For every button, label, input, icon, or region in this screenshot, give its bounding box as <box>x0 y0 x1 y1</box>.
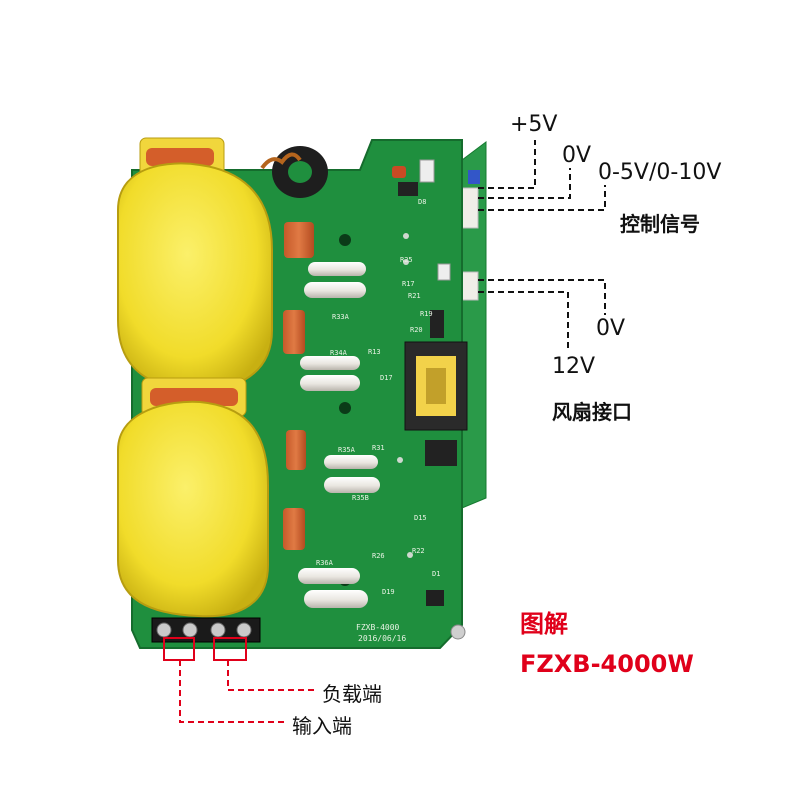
silk-ref: D1 <box>432 570 440 578</box>
silk-model: FZXB-4000 <box>356 623 400 632</box>
diode-d1 <box>426 590 444 606</box>
silk-ref: R22 <box>412 547 425 555</box>
silk-ref: R31 <box>372 444 385 452</box>
silk-ref: R19 <box>420 310 433 318</box>
terminal-screw-3 <box>210 622 226 638</box>
load-terminal-bracket <box>213 637 247 661</box>
pcb-transformer <box>404 263 468 606</box>
fan-port-lines <box>478 279 606 348</box>
small-capacitor <box>392 166 406 178</box>
power-resistors <box>298 262 380 608</box>
label-signal-range: 0-5V/0-10V <box>598 160 722 185</box>
small-header <box>437 263 451 281</box>
diagram-title: 图解 <box>520 610 568 638</box>
silk-ref: D8 <box>418 198 426 206</box>
silk-ref: R17 <box>402 280 415 288</box>
silk-ref: R33A <box>332 313 350 321</box>
model-name: FZXB-4000W <box>520 650 694 678</box>
toroid-bottom <box>117 377 269 618</box>
label-0v-fan: 0V <box>596 316 626 341</box>
potentiometer <box>468 170 480 184</box>
silk-ref: D19 <box>382 588 395 596</box>
ic-chip <box>398 182 418 196</box>
film-capacitors <box>283 222 314 550</box>
silk-ref: D15 <box>414 514 427 522</box>
label-0v-control: 0V <box>562 143 592 168</box>
load-terminal-line <box>227 660 318 691</box>
silk-ref: R20 <box>410 326 423 334</box>
label-fan-port: 风扇接口 <box>552 400 632 424</box>
label-plus5v: +5V <box>510 112 558 137</box>
silk-date: 2016/06/16 <box>358 634 406 643</box>
silk-ref: R34A <box>330 349 348 357</box>
silk-ref: R13 <box>368 348 381 356</box>
mosfet <box>430 310 444 338</box>
label-input-terminal: 输入端 <box>292 714 352 738</box>
heatsink-block <box>425 440 457 466</box>
terminal-screw-2 <box>182 622 198 638</box>
control-signal-lines <box>478 140 606 211</box>
label-12v: 12V <box>552 354 596 379</box>
terminal-screw-4 <box>236 622 252 638</box>
label-control-signal: 控制信号 <box>620 212 700 236</box>
terminal-markers <box>163 637 318 723</box>
silk-ref: R35A <box>338 446 356 454</box>
silk-ref: R35B <box>352 494 369 502</box>
terminal-screw-1 <box>156 622 172 638</box>
toroid-top <box>117 137 273 392</box>
silk-ref: D17 <box>380 374 393 382</box>
silk-ref: R26 <box>372 552 385 560</box>
current-sensor <box>260 146 435 198</box>
input-terminal-line <box>179 660 288 723</box>
header-pins <box>419 159 435 183</box>
silk-ref: R25 <box>400 256 413 264</box>
label-load-terminal: 负载端 <box>322 682 382 706</box>
silk-ref: R36A <box>316 559 334 567</box>
silk-ref: R21 <box>408 292 421 300</box>
